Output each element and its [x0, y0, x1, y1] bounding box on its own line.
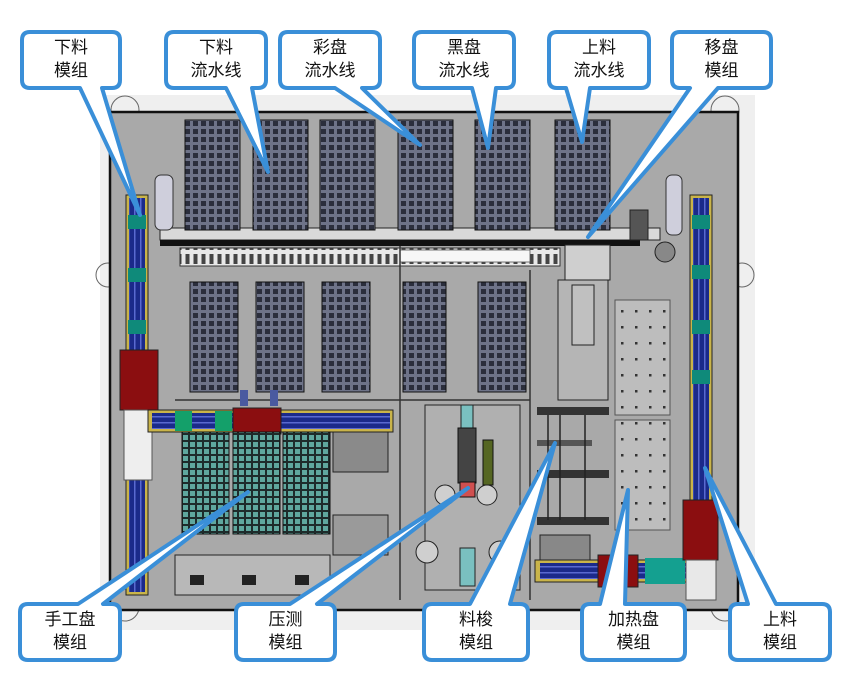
- right-vertical-rail: [665, 174, 719, 601]
- manual-tray-rail: [147, 390, 394, 435]
- callout-bubble-unload-line: [164, 30, 270, 174]
- callout-bubble-color-tray-line: [278, 30, 422, 147]
- callout-bubble-black-tray-line: [412, 30, 516, 150]
- callout-bubble-unload-module: [20, 30, 142, 217]
- callout-bubble-load-line: [547, 30, 651, 144]
- callout-bubble-load-module: [703, 466, 832, 662]
- middle-tray-stacks: [189, 281, 527, 393]
- callout-bubble-manual-tray-module: [18, 490, 250, 662]
- tray-transfer-unit: [557, 209, 676, 401]
- top-rail-belt: [160, 240, 640, 246]
- heating-tray: [614, 299, 671, 531]
- left-vertical-rail: [119, 174, 174, 596]
- callout-bubble-press-test-module: [234, 486, 470, 662]
- callout-bubble-heating-tray-module: [580, 488, 687, 662]
- callout-bubble-shuttle-module: [422, 441, 557, 662]
- callout-bubbles: [18, 30, 832, 662]
- manual-trays: [174, 431, 331, 596]
- callout-bubble-tray-transfer-module: [586, 30, 773, 239]
